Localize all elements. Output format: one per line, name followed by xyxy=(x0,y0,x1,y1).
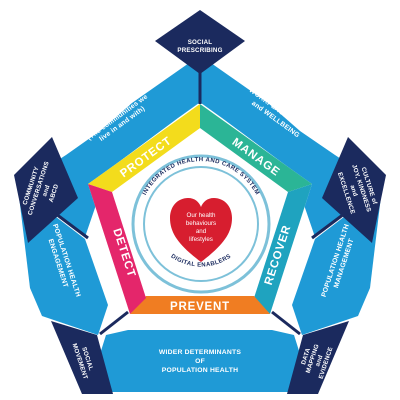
heart-icon xyxy=(170,198,232,262)
heart-label: Our health behaviours and lifestyles xyxy=(186,212,216,243)
svg-text:behaviours: behaviours xyxy=(186,220,216,227)
band-manage xyxy=(200,104,312,192)
segment-wider-label: WIDER DETERMINANTS OF POPULATION HEALTH xyxy=(159,349,241,374)
corner-social-prescribing xyxy=(155,10,245,74)
svg-text:SOCIAL: SOCIAL xyxy=(188,39,213,46)
svg-text:and: and xyxy=(314,354,324,367)
svg-text:WIDER DETERMINANTS: WIDER DETERMINANTS xyxy=(159,349,241,356)
corner-social-movement xyxy=(51,321,113,394)
svg-text:POPULATION HEALTH: POPULATION HEALTH xyxy=(162,367,238,374)
band-protect-left xyxy=(170,104,200,146)
svg-text:PRESCRIBING: PRESCRIBING xyxy=(177,47,222,54)
corner-data-mapping xyxy=(287,321,349,394)
band-recover xyxy=(254,184,312,314)
svg-text:and: and xyxy=(41,184,51,197)
svg-text:and: and xyxy=(348,184,358,197)
band-detect xyxy=(88,184,146,314)
segment-wider-bg xyxy=(88,330,312,392)
svg-text:OF: OF xyxy=(195,358,205,365)
corner-culture xyxy=(322,137,386,243)
corner-community xyxy=(14,137,78,243)
svg-text:lifestyles: lifestyles xyxy=(189,236,213,243)
band-prevent xyxy=(130,296,270,314)
svg-text:Our health: Our health xyxy=(187,212,216,219)
svg-text:and: and xyxy=(196,228,207,235)
corner-social-prescribing-label: SOCIAL PRESCRIBING xyxy=(177,39,222,54)
band-prevent-label: PREVENT xyxy=(170,301,230,313)
